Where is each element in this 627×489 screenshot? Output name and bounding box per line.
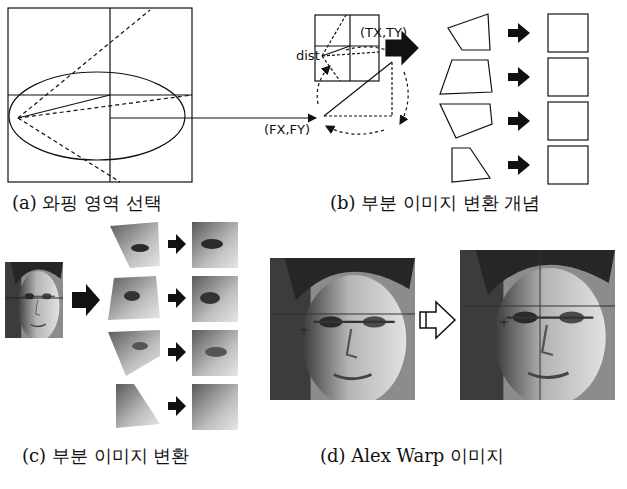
grid-line — [5, 298, 63, 299]
target-square — [548, 58, 588, 96]
cross-mark — [500, 318, 508, 326]
cross-mark — [300, 326, 308, 334]
warped-face-image — [460, 250, 615, 406]
rotation-arc — [326, 126, 384, 134]
source-piece — [108, 276, 160, 320]
mouth-feature — [132, 342, 148, 350]
rotation-arc — [400, 72, 408, 124]
subfigure-caption: (a) 와핑 영역 선택 — [12, 193, 162, 214]
dashed-ray — [322, 15, 346, 56]
small-arrow — [508, 155, 530, 175]
dist-label: dist — [296, 49, 320, 64]
dashed-ray — [18, 118, 120, 182]
alex-warp-panel — [270, 250, 615, 406]
dy-line — [391, 62, 392, 116]
dashed-ray — [18, 95, 192, 118]
source-piece — [110, 222, 160, 268]
source-piece — [108, 330, 160, 376]
dx-line — [324, 115, 392, 116]
subfigure-caption: (c) 부분 이미지 변환 — [22, 446, 189, 467]
grid-line — [460, 306, 615, 307]
source-piece — [116, 384, 160, 428]
hollow-arrow — [420, 302, 455, 338]
eye-feature — [124, 291, 140, 301]
source-quad — [440, 60, 492, 94]
horizontal-axis — [8, 94, 192, 95]
mouth-feature — [205, 347, 227, 357]
rotation-arc — [317, 66, 330, 104]
image-frame — [315, 15, 379, 81]
source-quad — [440, 104, 492, 138]
target-piece — [192, 330, 238, 376]
target-piece — [192, 384, 238, 430]
target-square — [548, 146, 588, 184]
small-arrow — [168, 342, 186, 362]
eye-feature — [200, 292, 220, 304]
dist-line — [324, 62, 392, 116]
small-arrow — [508, 111, 530, 131]
target-square — [548, 102, 588, 140]
subfigure-caption: (b) 부분 이미지 변환 개념 — [330, 193, 540, 214]
vertical-axis — [349, 15, 350, 81]
face-image — [270, 258, 415, 406]
point-label: (FX,FY) — [264, 123, 310, 138]
target-piece — [192, 276, 238, 322]
small-arrow — [168, 396, 186, 416]
small-arrow — [508, 23, 530, 43]
transform-concept-panel — [315, 14, 588, 184]
pointer-arrow — [110, 117, 316, 118]
grid-line — [540, 250, 541, 400]
target-piece — [192, 222, 238, 268]
dashed-ray — [322, 56, 340, 81]
source-quad — [452, 148, 490, 182]
face-image — [5, 262, 63, 341]
eye-feature — [201, 239, 223, 249]
warp-region-panel — [8, 8, 408, 182]
solid-ray — [322, 46, 350, 56]
image-frame — [8, 8, 192, 182]
point-label: (TX,TY) — [360, 26, 407, 41]
horizontal-axis — [315, 45, 379, 46]
small-arrow — [168, 234, 186, 254]
small-arrow — [168, 288, 186, 308]
small-arrow — [508, 67, 530, 87]
source-quad — [448, 14, 490, 50]
target-square — [548, 14, 588, 52]
dashed-ray — [18, 10, 150, 118]
big-arrow — [72, 284, 100, 316]
transform-panel — [5, 222, 238, 430]
dashed-ray — [322, 52, 379, 56]
arrow-mark — [425, 312, 427, 328]
grid-line — [270, 314, 415, 315]
subfigure-caption: (d) Alex Warp 이미지 — [320, 446, 504, 467]
eye-feature — [131, 244, 149, 252]
